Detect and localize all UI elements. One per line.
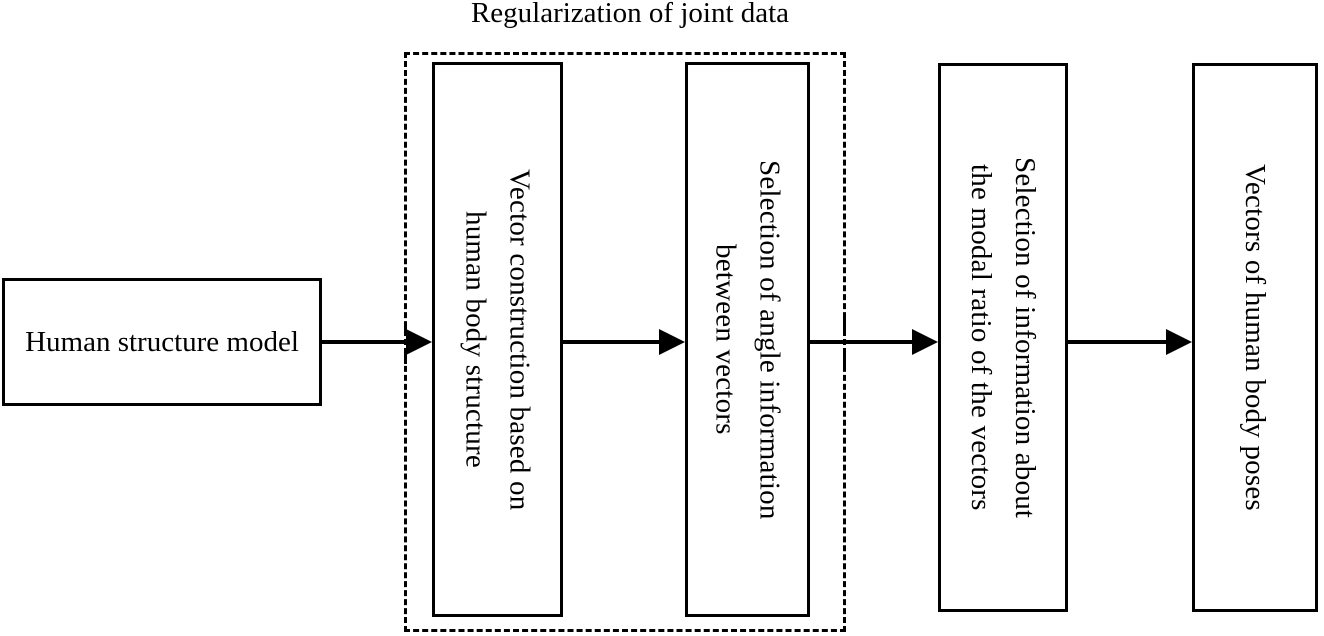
edge-arrow-1-shaft (322, 340, 408, 344)
edge-arrow-4-head (1166, 329, 1192, 355)
node-angle-selection-label: Selection of angle information between v… (709, 159, 786, 520)
node-modal-ratio-selection-text-wrap: Selection of information about the modal… (941, 66, 1065, 609)
group-frame-dash-stub-upper-left (404, 322, 407, 334)
node-output-vectors[interactable]: Vectors of human body poses (1192, 63, 1318, 612)
node-modal-ratio-selection-label: Selection of information about the modal… (965, 156, 1041, 519)
node-output-vectors-label: Vectors of human body poses (1239, 164, 1271, 511)
edge-arrow-2-head (659, 329, 685, 355)
node-human-structure-model-label: Human structure model (25, 325, 299, 358)
node-vector-construction-text-wrap: Vector construction based on human body … (435, 65, 560, 614)
edge-arrow-2-shaft (563, 340, 661, 344)
edge-arrow-4-shaft (1068, 340, 1168, 344)
group-frame-dash-stub-upper-right (843, 318, 846, 336)
edge-arrow-1-head (406, 329, 432, 355)
group-frame-dash-stub-lower-right (843, 350, 846, 368)
node-vector-construction-label: Vector construction based on human body … (459, 168, 536, 511)
group-frame-dash-stub-lower-left (404, 352, 407, 364)
node-angle-selection-text-wrap: Selection of angle information between v… (688, 65, 807, 614)
node-modal-ratio-selection[interactable]: Selection of information about the modal… (938, 63, 1068, 612)
edge-arrow-3-shaft (810, 340, 914, 344)
node-vector-construction[interactable]: Vector construction based on human body … (432, 62, 563, 617)
node-output-vectors-text-wrap: Vectors of human body poses (1195, 66, 1315, 609)
node-human-structure-model[interactable]: Human structure model (2, 278, 322, 406)
node-angle-selection[interactable]: Selection of angle information between v… (685, 62, 810, 617)
edge-arrow-3-head (912, 329, 938, 355)
group-title-label: Regularization of joint data (470, 0, 790, 29)
